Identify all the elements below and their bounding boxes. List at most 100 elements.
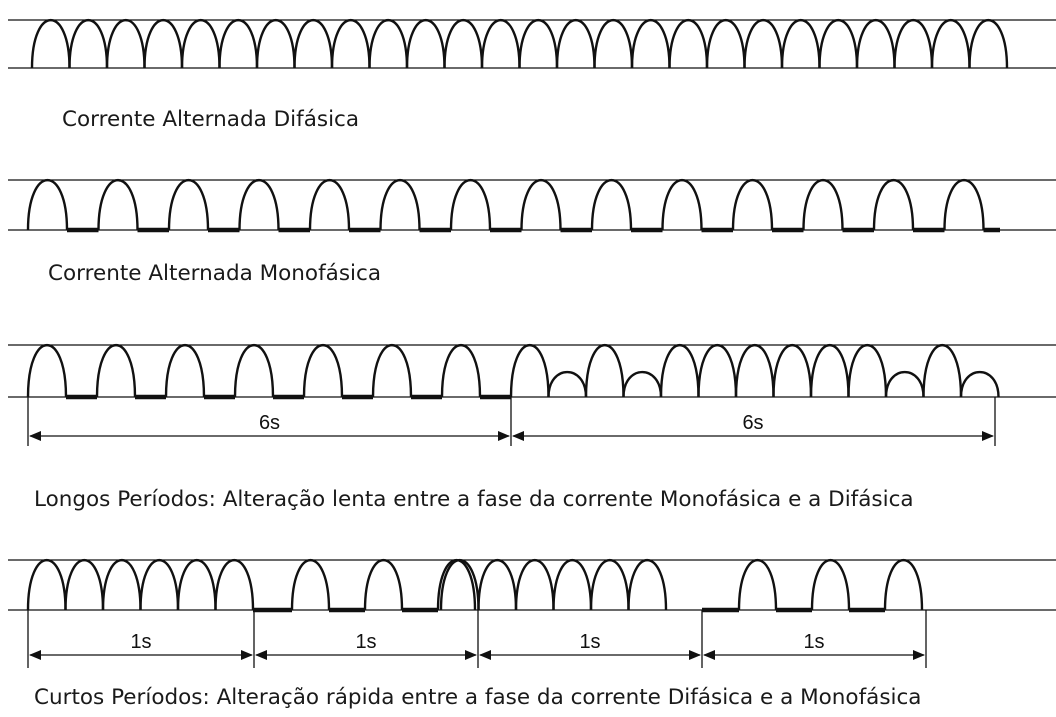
wave-arch bbox=[589, 558, 630, 611]
wave-arch bbox=[308, 178, 351, 231]
waveform-longos-periodos bbox=[8, 343, 1056, 400]
arrowhead bbox=[498, 431, 510, 441]
wave-arch bbox=[593, 19, 634, 69]
wave-arch bbox=[68, 19, 109, 69]
wave-arch bbox=[238, 178, 280, 231]
wave-arch bbox=[780, 19, 821, 69]
wave-arch bbox=[555, 19, 596, 69]
wave-arch bbox=[518, 19, 559, 69]
wave-arch bbox=[705, 19, 746, 69]
caption-curtos-periodos: Curtos Períodos: Alteração rápida entre … bbox=[34, 685, 922, 710]
interval-label: 6s bbox=[259, 412, 280, 434]
interval-label: 1s bbox=[579, 631, 600, 653]
wave-arch bbox=[943, 178, 985, 231]
wave-arch bbox=[734, 343, 775, 398]
arrowhead bbox=[703, 650, 715, 660]
wave-arch bbox=[883, 558, 924, 611]
wave-arch bbox=[293, 19, 334, 69]
wave-arch bbox=[180, 19, 221, 69]
interval-dimension: 1s bbox=[479, 631, 701, 660]
wave-arch bbox=[630, 19, 671, 69]
arrowhead bbox=[241, 650, 253, 660]
wave-arch bbox=[101, 558, 142, 611]
waveform-curtos-periodos bbox=[8, 558, 1056, 613]
wave-arch bbox=[552, 558, 593, 611]
arrowhead bbox=[982, 431, 994, 441]
waveform-difasica bbox=[8, 19, 1056, 69]
wave-arch bbox=[847, 343, 888, 398]
wave-arch bbox=[449, 178, 492, 231]
wave-arch bbox=[818, 19, 859, 69]
wave-arch bbox=[855, 19, 896, 69]
interval-dimension: 6s bbox=[512, 412, 994, 441]
wave-arch bbox=[176, 558, 217, 611]
wave-arch bbox=[968, 19, 1009, 69]
arrowhead bbox=[913, 650, 925, 660]
caption-longos-periodos: Longos Períodos: Alteração lenta entre a… bbox=[34, 487, 914, 512]
wave-arch bbox=[477, 558, 518, 611]
wave-arch bbox=[218, 19, 259, 69]
wave-arch bbox=[330, 19, 371, 69]
wave-arch-small bbox=[547, 371, 588, 398]
wave-arch bbox=[97, 178, 139, 231]
wave-arch bbox=[105, 19, 146, 69]
wave-arch bbox=[697, 343, 738, 398]
arrowhead bbox=[29, 431, 41, 441]
wave-arch bbox=[731, 178, 774, 231]
arrowhead bbox=[689, 650, 701, 660]
wave-arch bbox=[405, 19, 446, 69]
arrowhead bbox=[29, 650, 41, 660]
wave-arch bbox=[809, 343, 850, 398]
wave-arch bbox=[95, 343, 137, 398]
interval-label: 6s bbox=[742, 412, 763, 434]
wave-arch bbox=[233, 343, 275, 398]
wave-arch bbox=[514, 558, 555, 611]
wave-arch-small bbox=[959, 371, 1000, 398]
waveform-monofasica bbox=[8, 178, 1056, 233]
wave-arch bbox=[302, 343, 344, 398]
wave-arch bbox=[509, 343, 550, 398]
wave-arch bbox=[659, 343, 700, 398]
wave-arch bbox=[363, 558, 404, 611]
wave-arch bbox=[26, 558, 67, 611]
interval-label: 1s bbox=[355, 631, 376, 653]
wave-arch bbox=[379, 178, 421, 231]
wave-arch bbox=[872, 178, 915, 231]
wave-arch bbox=[139, 558, 180, 611]
wave-arch bbox=[255, 19, 296, 69]
wave-arch bbox=[810, 558, 851, 611]
wave-arch bbox=[520, 178, 562, 231]
wave-arch bbox=[480, 19, 521, 69]
wave-arch bbox=[668, 19, 709, 69]
wave-arch bbox=[743, 19, 784, 69]
wave-arch bbox=[26, 178, 69, 231]
wave-arch bbox=[30, 19, 71, 69]
wave-arch bbox=[26, 343, 68, 398]
wave-arch bbox=[443, 19, 484, 69]
wave-arch bbox=[440, 343, 482, 398]
wave-arch-small bbox=[622, 371, 663, 398]
wave-arch bbox=[590, 178, 633, 231]
interval-dimension: 1s bbox=[29, 631, 253, 660]
wave-arch bbox=[893, 19, 934, 69]
arrowhead bbox=[512, 431, 524, 441]
arrowhead bbox=[479, 650, 491, 660]
wave-arch bbox=[167, 178, 210, 231]
interval-label: 1s bbox=[803, 631, 824, 653]
wave-arch bbox=[290, 558, 331, 611]
wave-arch bbox=[627, 558, 668, 611]
wave-arch bbox=[439, 558, 480, 611]
interval-dimension: 1s bbox=[703, 631, 925, 660]
wave-arch bbox=[164, 343, 206, 398]
wave-arch bbox=[368, 19, 409, 69]
interval-dimension: 1s bbox=[255, 631, 477, 660]
arrowhead bbox=[465, 650, 477, 660]
wave-arch bbox=[772, 343, 813, 398]
wave-arch bbox=[64, 558, 105, 611]
wave-arch bbox=[661, 178, 703, 231]
wave-arch bbox=[922, 343, 963, 398]
arrowhead bbox=[255, 650, 267, 660]
wave-arch bbox=[584, 343, 625, 398]
wave-arch bbox=[802, 178, 844, 231]
